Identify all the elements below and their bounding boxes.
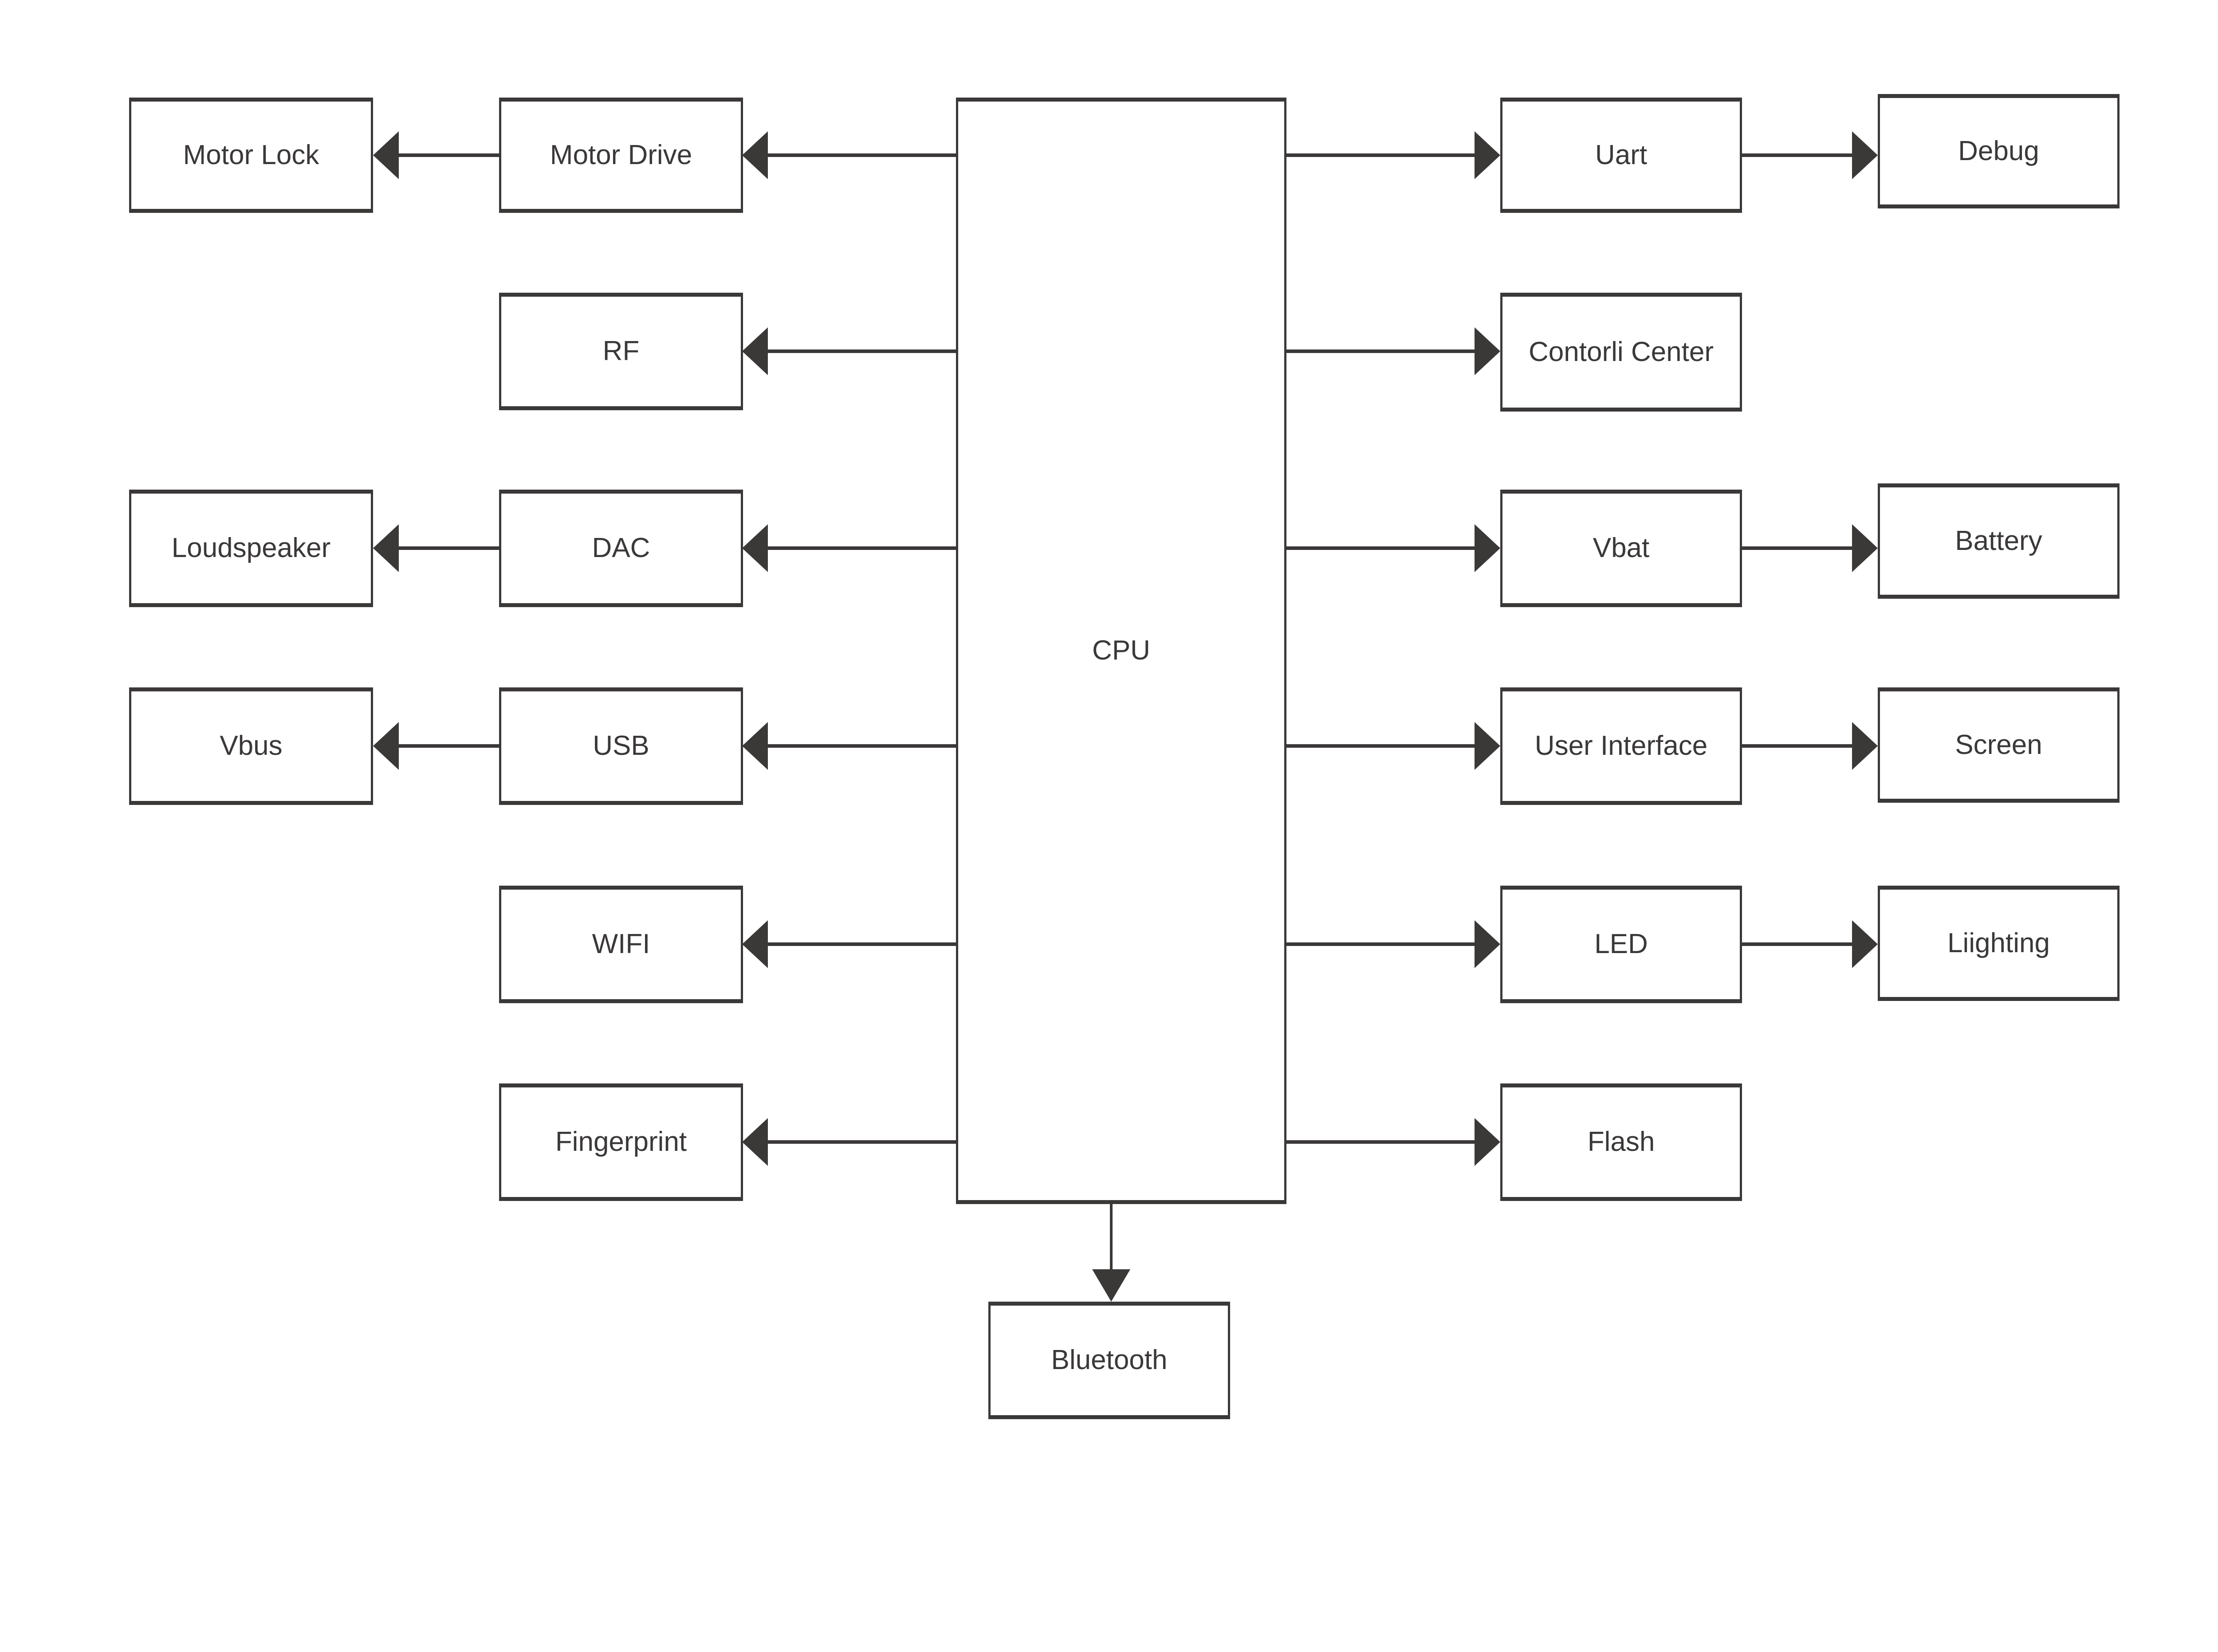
- edge-usb-vbus: [373, 722, 499, 770]
- node-vbus-label: Vbus: [220, 730, 283, 761]
- edge-cpu-vbat: [1286, 524, 1500, 572]
- node-battery-label: Battery: [1955, 525, 2042, 556]
- node-motor-lock-label: Motor Lock: [183, 139, 319, 170]
- edge-cpu-usb: [742, 722, 956, 770]
- node-wifi-label: WIFI: [592, 929, 650, 960]
- node-wifi: WIFI: [499, 886, 743, 1003]
- edge-cpu-contorli-center: [1286, 327, 1500, 375]
- node-vbat-label: Vbat: [1593, 533, 1650, 564]
- node-rf-label: RF: [602, 336, 640, 367]
- node-bluetooth-label: Bluetooth: [1051, 1345, 1168, 1376]
- node-contorli-center: Contorli Center: [1500, 293, 1742, 412]
- node-motor-lock: Motor Lock: [129, 98, 373, 213]
- edge-cpu-user-interface: [1286, 722, 1500, 770]
- node-uart: Uart: [1500, 98, 1742, 213]
- edge-vbat-battery: [1742, 524, 1878, 572]
- node-screen: Screen: [1878, 687, 2120, 803]
- node-usb: USB: [499, 687, 743, 805]
- node-led: LED: [1500, 886, 1742, 1003]
- node-uart-label: Uart: [1595, 139, 1648, 170]
- node-contorli-center-label: Contorli Center: [1529, 336, 1714, 367]
- node-dac: DAC: [499, 490, 743, 607]
- edge-cpu-wifi: [742, 920, 956, 968]
- node-fingerprint-label: Fingerprint: [555, 1126, 687, 1158]
- node-screen-label: Screen: [1955, 729, 2042, 760]
- node-motor-drive: Motor Drive: [499, 98, 743, 213]
- node-cpu-label: CPU: [1092, 635, 1150, 666]
- node-loudspeaker-label: Loudspeaker: [171, 533, 331, 564]
- node-fingerprint: Fingerprint: [499, 1083, 743, 1201]
- node-liighting: Liighting: [1878, 886, 2120, 1001]
- edge-cpu-flash: [1286, 1118, 1500, 1166]
- node-rf: RF: [499, 293, 743, 410]
- node-motor-drive-label: Motor Drive: [550, 139, 692, 170]
- edge-led-liighting: [1742, 920, 1878, 968]
- node-led-label: LED: [1594, 929, 1648, 960]
- edge-cpu-uart: [1286, 131, 1500, 179]
- edge-cpu-led: [1286, 920, 1500, 968]
- edge-user-interface-screen: [1742, 722, 1878, 770]
- node-cpu: CPU: [956, 98, 1286, 1204]
- node-flash: Flash: [1500, 1083, 1742, 1201]
- edge-cpu-rf: [742, 327, 956, 375]
- node-debug: Debug: [1878, 94, 2120, 208]
- node-liighting-label: Liighting: [1947, 927, 2050, 958]
- node-usb-label: USB: [593, 730, 649, 761]
- node-bluetooth: Bluetooth: [988, 1302, 1230, 1419]
- node-battery: Battery: [1878, 483, 2120, 599]
- node-loudspeaker: Loudspeaker: [129, 490, 373, 607]
- node-user-interface: User Interface: [1500, 687, 1742, 805]
- node-vbat: Vbat: [1500, 490, 1742, 607]
- node-vbus: Vbus: [129, 687, 373, 805]
- edge-cpu-motor-drive: [742, 131, 956, 179]
- edge-uart-debug: [1742, 131, 1878, 179]
- node-flash-label: Flash: [1587, 1126, 1655, 1158]
- edge-cpu-bluetooth: [1092, 1204, 1130, 1302]
- edge-motor-drive-motor-lock: [373, 131, 499, 179]
- node-user-interface-label: User Interface: [1534, 730, 1708, 761]
- node-dac-label: DAC: [592, 533, 650, 564]
- edge-cpu-dac: [742, 524, 956, 572]
- node-debug-label: Debug: [1958, 135, 2039, 166]
- edge-cpu-fingerprint: [742, 1118, 956, 1166]
- edge-dac-loudspeaker: [373, 524, 499, 572]
